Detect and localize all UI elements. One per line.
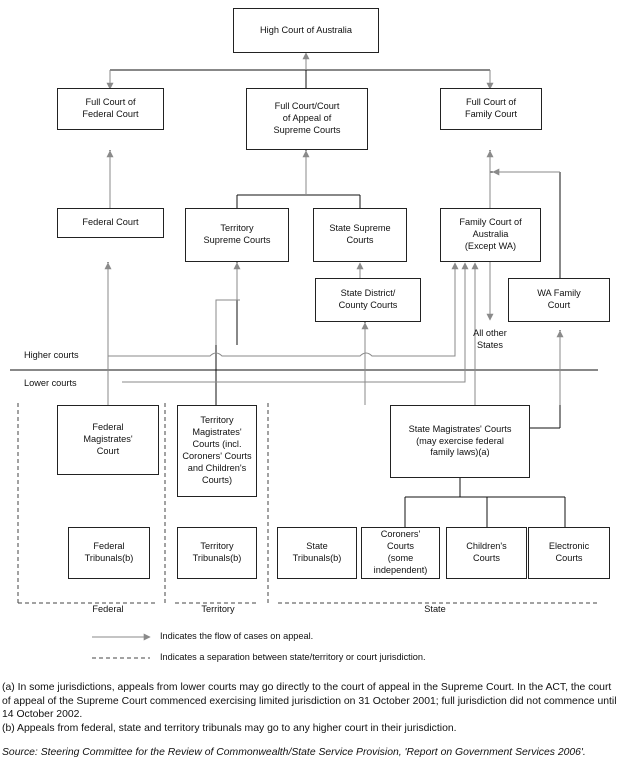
territory-jurisdiction-label: Territory: [201, 604, 235, 614]
childrens-courts-box: Children's Courts: [446, 527, 527, 579]
state-tribunals-box: State Tribunals(b): [277, 527, 357, 579]
territory-tribunals-box: Territory Tribunals(b): [177, 527, 257, 579]
territory-magistrates-courts-box: Territory Magistrates' Courts (incl. Cor…: [177, 405, 257, 497]
federal-jurisdiction-label: Federal: [92, 604, 124, 614]
high-court-box: High Court of Australia: [233, 8, 379, 53]
legend-appeal-flow-text: Indicates the flow of cases on appeal.: [160, 631, 314, 641]
full-supreme-court-box: Full Court/Court of Appeal of Supreme Co…: [246, 88, 368, 150]
federal-magistrates-court-box: Federal Magistrates' Court: [57, 405, 159, 475]
footnote-a: (a) In some jurisdictions, appeals from …: [2, 682, 617, 721]
state-magistrates-courts-box: State Magistrates' Courts (may exercise …: [390, 405, 530, 478]
state-district-courts-box: State District/ County Courts: [315, 278, 421, 322]
full-federal-court-box: Full Court of Federal Court: [57, 88, 164, 130]
wa-family-court-box: WA Family Court: [508, 278, 610, 322]
federal-tribunals-box: Federal Tribunals(b): [68, 527, 150, 579]
state-jurisdiction-label: State: [424, 604, 446, 614]
coroners-courts-box: Coroners' Courts (some independent): [361, 527, 440, 579]
full-family-court-box: Full Court of Family Court: [440, 88, 542, 130]
source-note: Source: Steering Committee for the Revie…: [2, 746, 586, 758]
family-court-box: Family Court of Australia (Except WA): [440, 208, 541, 262]
electronic-courts-box: Electronic Courts: [528, 527, 610, 579]
higher-courts-label: Higher courts: [24, 350, 79, 360]
territory-supreme-courts-box: Territory Supreme Courts: [185, 208, 289, 262]
lower-courts-label: Lower courts: [24, 378, 77, 388]
footnotes: (a) In some jurisdictions, appeals from …: [2, 681, 620, 760]
footnote-b: (b) Appeals from federal, state and terr…: [2, 723, 457, 735]
all-other-states-label: All other States: [473, 328, 507, 350]
legend-jurisdiction-separation-text: Indicates a separation between state/ter…: [160, 652, 426, 662]
federal-court-box: Federal Court: [57, 208, 164, 238]
state-supreme-courts-box: State Supreme Courts: [313, 208, 407, 262]
